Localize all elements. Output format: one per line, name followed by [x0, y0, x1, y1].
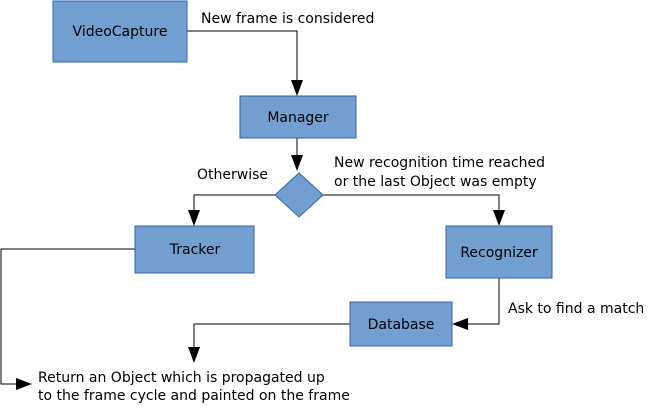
- label-recognition-line1: New recognition time reached: [334, 155, 545, 171]
- label-otherwise: Otherwise: [197, 167, 268, 183]
- node-decision: [274, 172, 324, 218]
- manager-box: [239, 95, 357, 139]
- label-ask-match: Ask to find a match: [508, 301, 644, 317]
- database-label: Database: [368, 317, 435, 333]
- tracker-box: [134, 225, 255, 274]
- edge-decision-to-recognizer: [323, 194, 500, 210]
- edge-decision-to-tracker: [193, 194, 275, 210]
- edge-recognizer-to-database-arrowhead: [452, 318, 468, 330]
- edge-database-to-result-arrowhead: [188, 347, 200, 363]
- edge-decision-to-tracker-arrowhead: [188, 210, 200, 226]
- label-result-line2: to the frame cycle and painted on the fr…: [38, 388, 350, 404]
- edge-manager-to-decision-arrowhead: [291, 155, 303, 171]
- videocapture-box: [52, 0, 188, 63]
- recognizer-box: [445, 225, 553, 279]
- node-videocapture: VideoCapture: [52, 0, 188, 63]
- node-tracker: Tracker: [134, 225, 255, 274]
- edge-videocapture-to-manager: [187, 30, 298, 80]
- recognizer-label: Recognizer: [460, 245, 538, 261]
- label-new-frame: New frame is considered: [201, 11, 374, 27]
- videocapture-label: VideoCapture: [73, 24, 168, 40]
- tracker-label: Tracker: [169, 242, 221, 258]
- edge-tracker-to-result-arrowhead: [16, 378, 32, 390]
- node-manager: Manager: [239, 95, 357, 139]
- label-recognition-line2: or the last Object was empty: [334, 174, 537, 190]
- edge-decision-to-recognizer-arrowhead: [493, 210, 505, 226]
- decision-diamond: [274, 172, 324, 218]
- node-database: Database: [349, 301, 453, 347]
- node-recognizer: Recognizer: [445, 225, 553, 279]
- database-box: [349, 301, 453, 347]
- edge-recognizer-to-database: [468, 278, 500, 325]
- edges: [0, 30, 505, 390]
- manager-label: Manager: [267, 110, 329, 126]
- edge-database-to-result: [193, 323, 350, 347]
- edge-videocapture-to-manager-arrowhead: [291, 80, 303, 96]
- edge-tracker-to-result: [0, 248, 135, 385]
- label-result-line1: Return an Object which is propagated up: [38, 370, 325, 386]
